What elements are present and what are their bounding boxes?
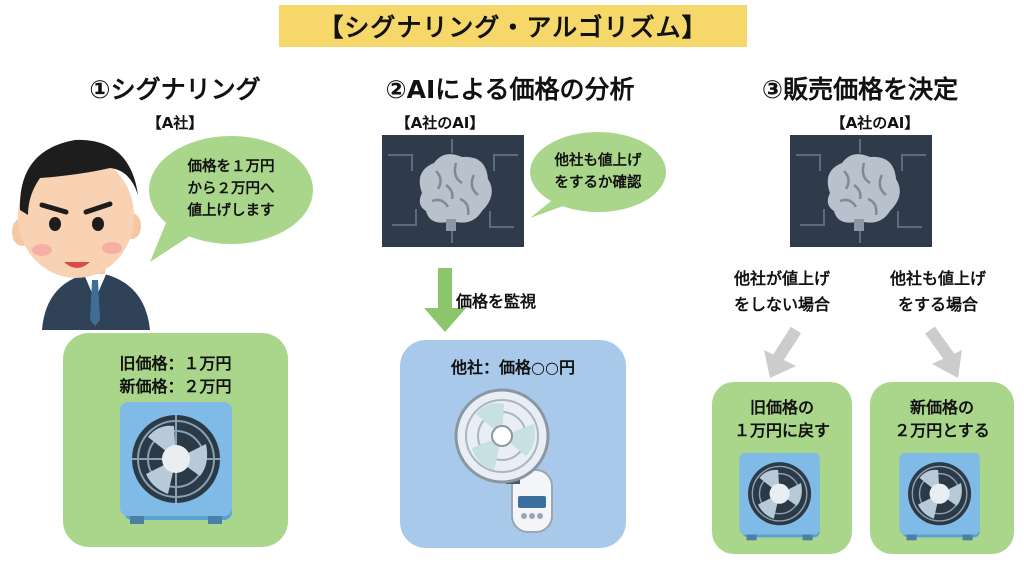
step1-bubble-text: 価格を１万円 から２万円へ 値上げします xyxy=(187,159,275,219)
step1-actor-label: 【A社】 xyxy=(146,114,204,132)
wall-fan-icon xyxy=(454,388,553,533)
step3-heading: ③販売価格を決定 xyxy=(761,75,959,104)
arrow-down-left-icon xyxy=(764,350,796,378)
step2-bubble-text: 他社も値上げ をするか確認 xyxy=(554,153,642,191)
result-revert-text: 旧価格の １万円に戻す xyxy=(733,398,830,440)
result-keep-text: 新価格の ２万円とする xyxy=(894,398,990,440)
condition-no-raise-label: 他社が値上げ をしない場合 xyxy=(733,269,830,314)
ai-brain-icon xyxy=(382,135,524,247)
step1-heading: ①シグナリング xyxy=(89,75,261,104)
ai-brain-icon xyxy=(790,135,932,247)
step1-price-text: 旧価格：１万円 新価格：２万円 xyxy=(119,354,232,396)
arrow-down-right-icon xyxy=(932,350,962,378)
box-fan-icon xyxy=(120,402,232,524)
monitor-label: 価格を監視 xyxy=(456,292,537,311)
page-title: 【シグナリング・アルゴリズム】 xyxy=(279,5,747,47)
step3-actor-label: 【A社のAI】 xyxy=(830,114,920,132)
condition-raise-label: 他社も値上げ をする場合 xyxy=(889,269,986,314)
step2-heading: ②AIによる価格の分析 xyxy=(385,75,635,104)
step2-actor-label: 【A社のAI】 xyxy=(395,114,485,132)
box-fan-icon xyxy=(739,452,820,541)
box-fan-icon xyxy=(899,452,980,541)
competitor-price-text: 他社：価格○○円 xyxy=(451,358,575,377)
